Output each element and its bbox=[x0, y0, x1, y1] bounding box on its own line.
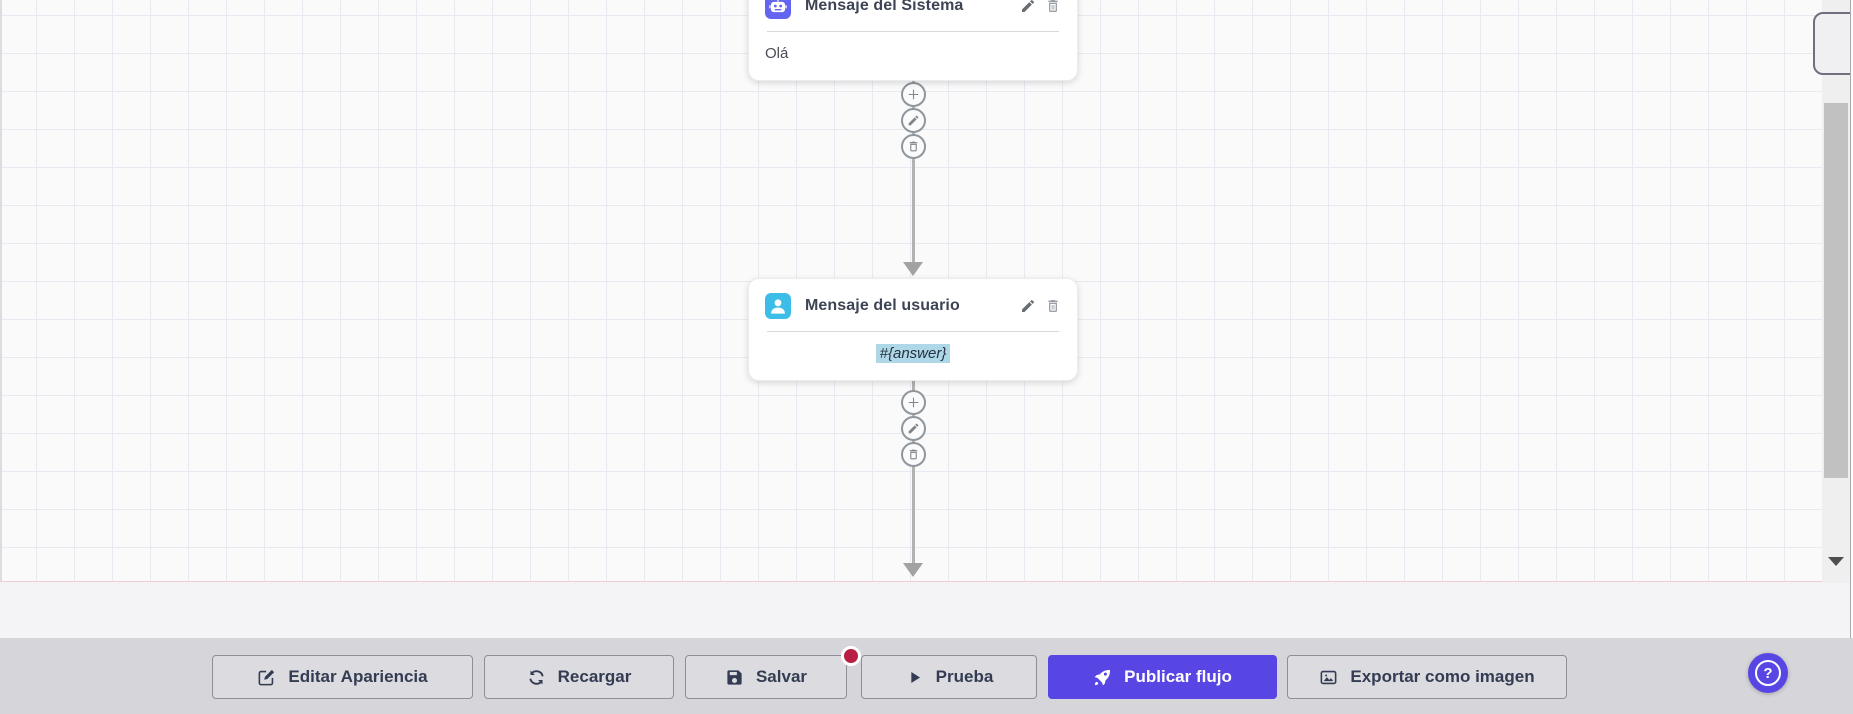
button-label: Recargar bbox=[557, 667, 632, 686]
play-icon bbox=[911, 671, 920, 683]
vertical-scrollbar[interactable] bbox=[1822, 0, 1850, 583]
help-button[interactable]: ? bbox=[1748, 653, 1788, 693]
edit-node-button[interactable] bbox=[1020, 0, 1036, 14]
edit-appearance-button[interactable]: Editar Apariencia bbox=[212, 655, 473, 699]
node-content: Olá bbox=[765, 45, 789, 62]
image-icon bbox=[1320, 670, 1337, 684]
reload-button[interactable]: Recargar bbox=[484, 655, 674, 699]
pencil-icon bbox=[1022, 0, 1035, 12]
canvas-left-edge bbox=[0, 0, 2, 583]
scrollbar-thumb[interactable] bbox=[1824, 103, 1848, 478]
button-label: Editar Apariencia bbox=[288, 667, 428, 686]
connector-delete-button[interactable] bbox=[901, 134, 926, 159]
pencil-icon bbox=[908, 115, 919, 126]
scrollbar-down-arrow[interactable] bbox=[1828, 557, 1844, 566]
edit-square-icon bbox=[258, 669, 275, 685]
robot-icon bbox=[765, 0, 791, 19]
user-icon bbox=[765, 293, 791, 319]
pencil-icon bbox=[1022, 299, 1035, 312]
node-content: #{answer} bbox=[765, 344, 1061, 364]
trash-icon bbox=[1048, 300, 1058, 312]
node-actions bbox=[1020, 0, 1061, 14]
delete-node-button[interactable] bbox=[1045, 298, 1061, 314]
node-title: Mensaje del usuario bbox=[805, 297, 960, 314]
question-mark-icon: ? bbox=[1755, 660, 1781, 686]
flow-canvas[interactable]: Mensaje del Sistema Olá Mensaje bbox=[0, 0, 1853, 583]
variable-token[interactable]: #{answer} bbox=[875, 344, 951, 363]
node-divider bbox=[767, 31, 1059, 32]
side-panel-edge[interactable] bbox=[1813, 12, 1853, 75]
save-button[interactable]: Salvar bbox=[685, 655, 847, 699]
connector-line bbox=[912, 372, 915, 564]
unsaved-changes-dot bbox=[841, 646, 861, 666]
connector-arrowhead bbox=[903, 262, 923, 276]
publish-flow-button[interactable]: Publicar flujo bbox=[1048, 655, 1277, 699]
window-right-edge bbox=[1850, 0, 1853, 714]
bottom-toolbar: Editar Apariencia Recargar Salvar Prueba… bbox=[0, 638, 1853, 714]
node-title: Mensaje del Sistema bbox=[805, 0, 964, 14]
trash-icon bbox=[909, 449, 918, 460]
connector-add-button[interactable] bbox=[901, 390, 926, 415]
button-label: Publicar flujo bbox=[1124, 667, 1232, 686]
rocket-icon bbox=[1094, 669, 1111, 685]
connector-arrowhead bbox=[903, 563, 923, 577]
connector-edit-button[interactable] bbox=[901, 416, 926, 441]
connector-add-button[interactable] bbox=[901, 82, 926, 107]
button-label: Exportar como imagen bbox=[1350, 667, 1535, 686]
canvas-bottom-line bbox=[0, 581, 1822, 582]
node-header: Mensaje del usuario bbox=[765, 293, 1061, 319]
connector-line bbox=[912, 55, 915, 263]
floppy-disk-icon bbox=[727, 669, 742, 685]
node-actions bbox=[1020, 298, 1061, 314]
node-header: Mensaje del Sistema bbox=[765, 0, 1061, 19]
plus-icon bbox=[908, 89, 919, 100]
delete-node-button[interactable] bbox=[1045, 0, 1061, 14]
button-label: Prueba bbox=[935, 667, 994, 686]
node-system-message[interactable]: Mensaje del Sistema Olá bbox=[748, 0, 1078, 81]
node-user-message[interactable]: Mensaje del usuario #{answer} bbox=[748, 278, 1078, 381]
connector-edit-button[interactable] bbox=[901, 108, 926, 133]
test-button[interactable]: Prueba bbox=[861, 655, 1037, 699]
canvas-bottom-strip bbox=[0, 582, 1853, 638]
connector-delete-button[interactable] bbox=[901, 442, 926, 467]
trash-icon bbox=[909, 141, 918, 152]
export-image-button[interactable]: Exportar como imagen bbox=[1287, 655, 1567, 699]
pencil-icon bbox=[908, 423, 919, 434]
trash-icon bbox=[1048, 0, 1058, 12]
node-divider bbox=[767, 331, 1059, 332]
plus-icon bbox=[908, 397, 919, 408]
refresh-icon bbox=[529, 669, 544, 685]
button-label: Salvar bbox=[755, 667, 808, 686]
edit-node-button[interactable] bbox=[1020, 298, 1036, 314]
